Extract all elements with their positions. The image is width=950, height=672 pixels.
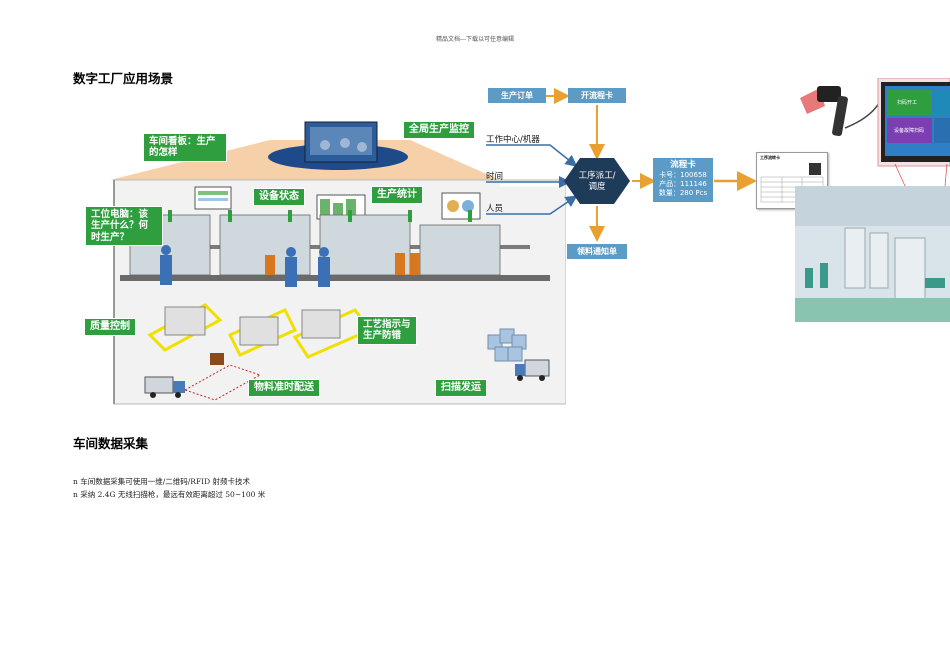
box-open-card: 开流程卡: [568, 88, 626, 103]
dispatch-label: 工序派工/ 调度: [566, 171, 628, 193]
arrow-workcenter: [486, 144, 578, 167]
box-material-notice: 领料通知单: [567, 244, 627, 259]
equipment-photo: [795, 78, 950, 322]
boxes: [487, 328, 527, 362]
label-device-status: 设备状态: [253, 188, 305, 206]
label-process-guide: 工艺指示与生产防错: [357, 316, 417, 345]
label-scan-shipping: 扫描发运: [435, 379, 487, 397]
box-production-order: 生产订单: [488, 88, 546, 103]
flow-card-title: 流程卡: [670, 160, 696, 170]
bullet-item: n 车间数据采集可使用一维/二维码/RFID 射频卡技术: [73, 477, 250, 486]
arrow-personnel: [486, 195, 578, 215]
label-production-stats: 生产统计: [371, 186, 423, 204]
section-title-data-collection: 车间数据采集: [73, 436, 149, 451]
truck-left: [144, 376, 185, 398]
label-station-pc: 工位电脑：该生产什么？何时生产？: [85, 206, 163, 247]
input-personnel: 人员: [486, 204, 504, 214]
label-workshop-board: 车间看板：生产的怎样: [143, 133, 227, 162]
factory-scene: [110, 121, 567, 405]
input-time: 时间: [486, 172, 504, 182]
dispatch-hexagon: [564, 158, 630, 204]
workers: [160, 245, 330, 287]
flow-card: 流程卡 卡号：100658 产品：111146 数量：280 Pcs: [653, 158, 713, 202]
flow-diagram: [486, 88, 757, 242]
bullet-item: n 采纳 2.4G 无线扫描枪，最远有效距离超过 50~100 米: [73, 490, 266, 499]
dispatch-line-1: 工序派工/: [578, 171, 616, 181]
flow-card-product: 产品：111146: [659, 180, 707, 188]
terminal-btn-fault[interactable]: 设备故障扫码: [894, 128, 925, 134]
barcode-scanner-icon: [800, 86, 880, 137]
label-global-monitor: 全局生产监控: [403, 121, 475, 139]
terminal-btn-start[interactable]: 扫码开工: [897, 100, 918, 106]
page-header: 精品文档---下载以可任意编辑: [435, 36, 515, 43]
section-title-scenario: 数字工厂应用场景: [73, 71, 174, 86]
flow-card-no: 卡号：100658: [659, 171, 707, 179]
conveyor: [120, 275, 550, 281]
flow-card-qty: 数量：280 Pcs: [658, 189, 708, 197]
input-work-center: 工作中心/机器: [486, 135, 540, 145]
label-quality-control: 质量控制: [84, 318, 136, 336]
material-grid: [183, 353, 262, 401]
label-material-delivery: 物料准时配送: [248, 379, 320, 397]
dispatch-line-2: 调度: [588, 182, 606, 192]
robots: [265, 253, 420, 275]
factory-illustration: 车间看板：生产的怎样 全局生产监控 设备状态 生产统计 工位电脑：该生产什么？何…: [70, 85, 567, 407]
qr-code-icon: [809, 163, 821, 175]
process-document-title: 工序流转卡: [760, 155, 780, 160]
truck-right: [515, 359, 550, 381]
